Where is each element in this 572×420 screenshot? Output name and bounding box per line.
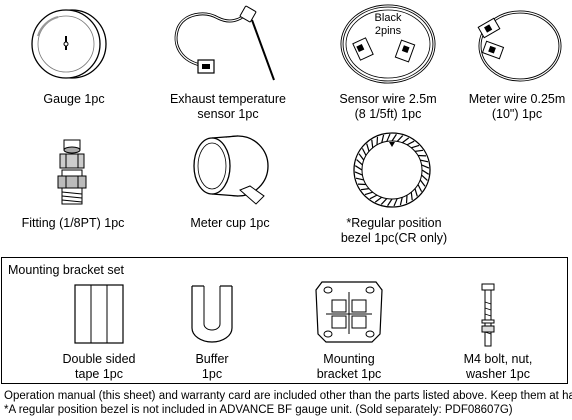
bracket-set-title: Mounting bracket set xyxy=(8,263,125,277)
buffer-caption: Buffer 1pc xyxy=(195,352,229,381)
gauge-caption: Gauge 1pc xyxy=(43,92,105,106)
meter-wire-caption: Meter wire 0.25m (10") 1pc xyxy=(468,92,566,121)
fitting-caption: Fitting (1/8PT) 1pc xyxy=(21,216,125,230)
sensor-wire-label: Black 2pins xyxy=(374,12,402,37)
bezel-tick xyxy=(420,159,429,163)
note-bezel-not-included: *A regular position bezel is not include… xyxy=(4,404,513,416)
bezel-tick xyxy=(371,139,374,148)
bezel-tick xyxy=(396,135,404,142)
bezel-tick xyxy=(356,159,363,166)
bezel-tick xyxy=(387,198,393,207)
bracket-caption: Mounting bracket 1pc xyxy=(316,352,382,381)
buffer-illustration xyxy=(190,284,234,344)
bezel-tick xyxy=(419,179,426,187)
bezel-tick xyxy=(360,188,370,191)
bezel-tick xyxy=(364,191,373,196)
bezel-tick xyxy=(374,196,383,203)
bezel-tick xyxy=(354,171,363,176)
tape-caption: Double sided tape 1pc xyxy=(62,352,136,381)
bezel-tick xyxy=(421,169,430,175)
bezel-tick xyxy=(355,177,364,181)
meter-cup-illustration xyxy=(190,132,274,208)
bezel-tick xyxy=(391,133,397,142)
bezel-tick xyxy=(410,192,413,201)
bolt-illustration xyxy=(478,282,498,348)
bezel-tick xyxy=(380,198,388,205)
bezel-tick xyxy=(414,188,418,197)
mounting-bracket-illustration xyxy=(314,278,384,346)
bezel-tick xyxy=(366,143,370,152)
bezel-tick xyxy=(401,137,410,144)
bezel-tick xyxy=(354,165,363,171)
bezel-tick xyxy=(393,198,398,207)
bezel-tick xyxy=(421,164,430,169)
bezel-tick xyxy=(361,148,367,156)
bezel-tick xyxy=(369,194,378,200)
meter-cup-caption: Meter cup 1pc xyxy=(190,216,270,230)
bezel-tick xyxy=(421,174,428,181)
bezel-tick xyxy=(406,140,415,146)
exhaust-sensor-illustration xyxy=(170,4,280,84)
sensor-wire-illustration xyxy=(338,2,438,86)
note-operation-manual: Operation manual (this sheet) and warran… xyxy=(4,390,572,402)
bezel-caption: *Regular position bezel 1pc(CR only) xyxy=(340,216,448,245)
bezel-illustration xyxy=(350,130,434,210)
mounting-bracket-set: Mounting bracket set xyxy=(1,257,568,384)
bezel-tick xyxy=(381,134,385,143)
meter-wire-illustration xyxy=(474,4,564,84)
gauge-illustration xyxy=(28,6,108,82)
bezel-tick xyxy=(411,144,420,149)
double-sided-tape-illustration xyxy=(74,284,124,344)
exhaust-sensor-caption: Exhaust temperature sensor 1pc xyxy=(169,92,287,121)
bezel-tick xyxy=(414,149,424,152)
bezel-tick xyxy=(386,133,391,142)
bolt-caption: M4 bolt, nut, washer 1pc xyxy=(463,352,533,381)
fitting-illustration xyxy=(52,138,92,206)
bezel-tick xyxy=(417,184,423,192)
sensor-wire-caption: Sensor wire 2.5m (8 1/5ft) 1pc xyxy=(339,92,437,121)
bezel-tick xyxy=(399,197,403,206)
bezel-tick xyxy=(358,153,365,161)
